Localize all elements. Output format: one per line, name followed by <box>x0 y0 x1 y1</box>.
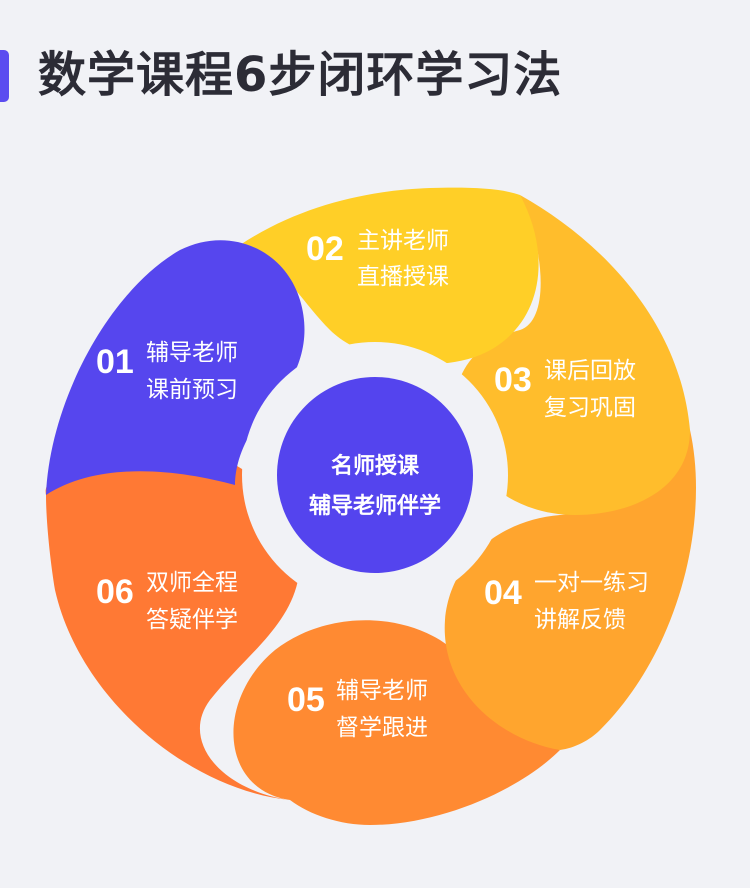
step-01-line-1: 辅导老师 <box>146 340 238 366</box>
step-06: 06 双师全程 答疑伴学 <box>96 570 238 633</box>
center-line-2: 辅导老师伴学 <box>309 493 441 519</box>
step-05-line-2: 督学跟进 <box>336 715 428 741</box>
step-06-petal <box>45 448 301 800</box>
step-06-number: 06 <box>96 573 134 611</box>
step-02-line-2: 直播授课 <box>357 264 449 290</box>
step-05-line-1: 辅导老师 <box>336 678 428 704</box>
step-01-petal <box>46 240 305 495</box>
step-03: 03 课后回放 复习巩固 <box>494 358 636 421</box>
step-06-line-1: 双师全程 <box>146 570 238 596</box>
center-line-1: 名师授课 <box>331 453 420 479</box>
step-02-line-1: 主讲老师 <box>357 228 449 254</box>
center-circle <box>277 377 473 573</box>
step-04-number: 04 <box>484 574 522 612</box>
step-02-number: 02 <box>306 230 344 268</box>
step-04-line-2: 讲解反馈 <box>534 607 626 633</box>
step-04-petal <box>444 430 696 750</box>
step-03-petal <box>454 195 690 515</box>
step-01-line-2: 课前预习 <box>146 377 238 403</box>
page-title: 数学课程6步闭环学习法 <box>38 47 563 103</box>
step-01: 01 辅导老师 课前预习 <box>96 340 238 403</box>
step-04: 04 一对一练习 讲解反馈 <box>484 570 649 633</box>
step-03-number: 03 <box>494 361 532 399</box>
step-03-line-1: 课后回放 <box>544 358 636 384</box>
step-05: 05 辅导老师 督学跟进 <box>287 678 428 741</box>
step-04-line-1: 一对一练习 <box>534 570 649 596</box>
step-01-number: 01 <box>96 343 134 381</box>
step-02: 02 主讲老师 直播授课 <box>306 228 449 290</box>
step-03-line-2: 复习巩固 <box>544 395 636 421</box>
step-02-petal <box>240 187 539 365</box>
step-06-line-2: 答疑伴学 <box>146 607 238 633</box>
title-accent-bar <box>0 50 9 102</box>
step-05-number: 05 <box>287 681 325 719</box>
